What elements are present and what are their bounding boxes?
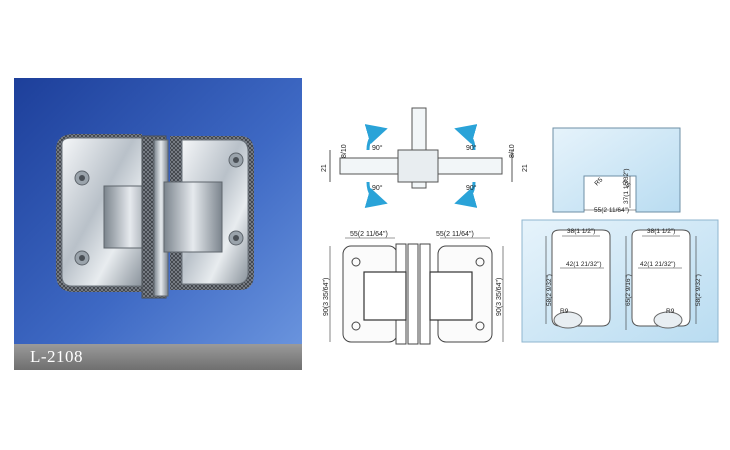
hinge-photo bbox=[56, 134, 254, 299]
dim-height-right: 21 bbox=[522, 164, 529, 172]
notch-mid-width-left: 42(1 21/32") bbox=[566, 261, 602, 268]
rotation-angle-bottom-right: 90° bbox=[466, 184, 477, 192]
notch-top-width-left: 38(1 1/2") bbox=[567, 228, 595, 235]
rotation-angle-top-left: 90° bbox=[372, 144, 383, 152]
rotation-angle-top-right: 90° bbox=[466, 144, 477, 152]
cutout-depth: 37(1 15/32") bbox=[623, 168, 630, 204]
notch-top-width-right: 38(1 1/2") bbox=[647, 228, 675, 235]
cutout-radius-right: R5 bbox=[621, 178, 632, 189]
notch-radius-right: R9 bbox=[666, 308, 675, 315]
cutout-width: 55(2 11/64") bbox=[594, 207, 629, 214]
dim-thickness-right: 8/10 bbox=[509, 144, 516, 158]
product-photo-panel: L-2108 bbox=[14, 78, 302, 370]
dim-height-left: 21 bbox=[321, 164, 328, 172]
model-label: L-2108 bbox=[30, 347, 84, 366]
notch-height-right: 58(2 9/32") bbox=[695, 274, 702, 306]
front-height-left: 90(3 35/64") bbox=[323, 278, 330, 316]
dim-thickness-left: 8/10 bbox=[341, 144, 348, 158]
caption-bar: L-2108 bbox=[14, 344, 302, 370]
notch-mid-width-right: 42(1 21/32") bbox=[640, 261, 676, 268]
notch-height-left: 58(2 9/32") bbox=[546, 274, 553, 306]
notch-height-alt: 65(2 9/16") bbox=[625, 274, 632, 306]
front-view-diagram: 55(2 11/64") 55(2 11/64") 90(3 35/64") 9… bbox=[323, 231, 504, 345]
rotation-angle-bottom-left: 90° bbox=[372, 184, 383, 192]
glass-notch-diagram: 38(1 1/2") 38(1 1/2") 42(1 21/32") 42(1 … bbox=[521, 219, 719, 343]
front-width-left: 55(2 11/64") bbox=[350, 231, 388, 238]
glass-cutout-diagram: 55(2 11/64") 37(1 15/32") R5 R5 bbox=[552, 127, 681, 214]
rotation-diagram: 90° 90° 90° 90° 8/10 21 8/10 21 bbox=[321, 107, 529, 208]
front-width-right: 55(2 11/64") bbox=[436, 231, 474, 238]
notch-radius-left: R9 bbox=[560, 308, 569, 315]
front-height-right: 90(3 35/64") bbox=[496, 278, 503, 316]
cutout-radius-left: R5 bbox=[593, 176, 604, 187]
